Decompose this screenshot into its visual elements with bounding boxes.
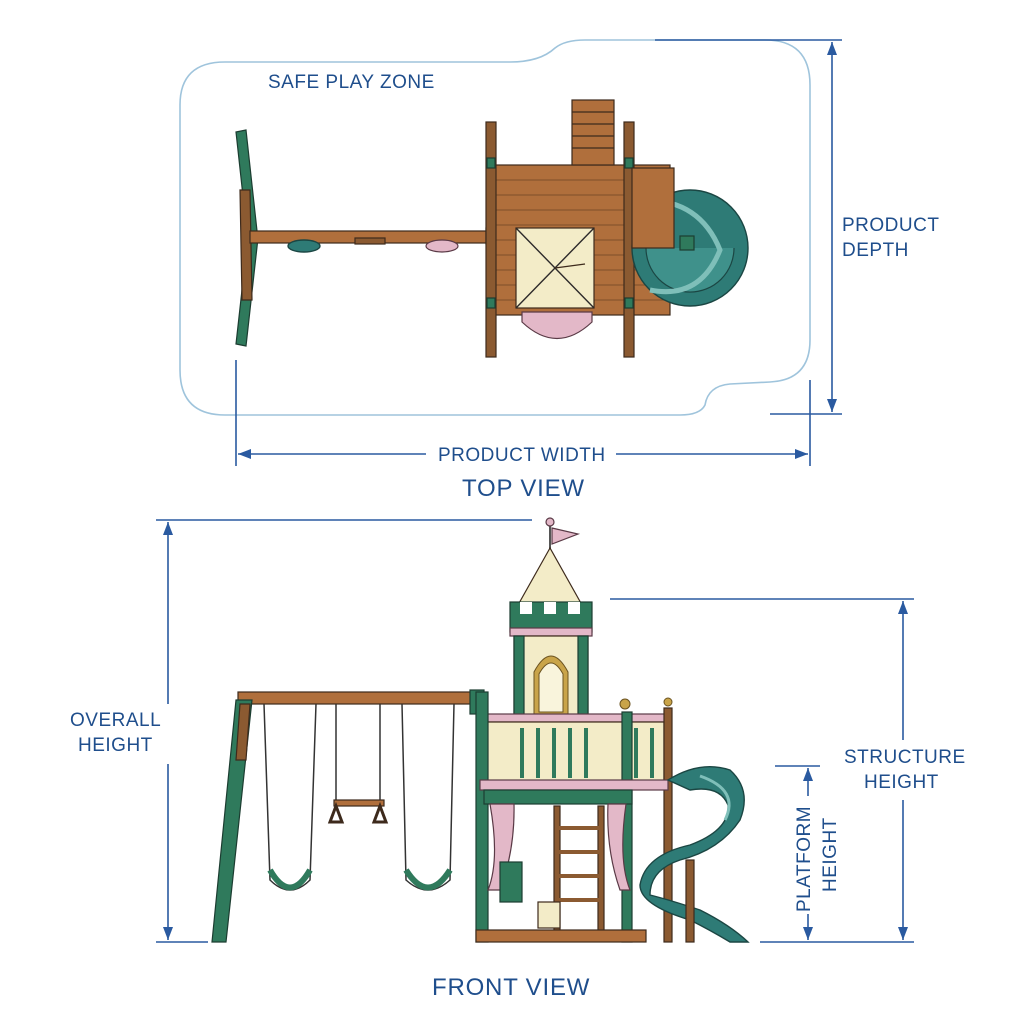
castle-tower-front	[475, 517, 673, 943]
structure-height-label-1: STRUCTURE	[844, 747, 966, 768]
front-view: OVERALL HEIGHT STRUCTURE HEIGHT PLATFORM…	[64, 517, 968, 1001]
platform-height-label-1: PLATFORM	[794, 806, 815, 912]
product-depth-dimension: PRODUCT DEPTH	[655, 39, 946, 415]
top-view-caption: TOP VIEW	[462, 475, 585, 502]
structure-height-label-2: HEIGHT	[864, 772, 939, 793]
belt-swing-2	[401, 703, 455, 891]
product-width-dimension: PRODUCT WIDTH	[235, 360, 811, 466]
front-view-caption: FRONT VIEW	[432, 974, 590, 1001]
safe-play-zone-outline	[179, 39, 811, 416]
top-view: SAFE PLAY ZONE	[179, 39, 946, 502]
spiral-slide-top	[631, 167, 749, 307]
belt-swing-1	[263, 703, 317, 891]
product-width-label: PRODUCT WIDTH	[438, 445, 606, 466]
swing-set-front	[211, 689, 485, 943]
safe-play-zone-label: SAFE PLAY ZONE	[268, 72, 435, 93]
platform-height-label-2: HEIGHT	[820, 817, 841, 892]
product-depth-label-2: DEPTH	[842, 240, 909, 261]
platform-height-dimension: PLATFORM HEIGHT	[775, 765, 846, 940]
spiral-slide-front	[639, 765, 750, 943]
trapeze-bar	[327, 704, 389, 824]
overall-height-label-1: OVERALL	[70, 710, 161, 731]
overall-height-dimension: OVERALL HEIGHT	[64, 519, 532, 943]
overall-height-label-2: HEIGHT	[78, 735, 153, 756]
swing-frame-top	[235, 129, 499, 347]
structure-height-dimension: STRUCTURE HEIGHT	[610, 598, 968, 943]
product-depth-label-1: PRODUCT	[842, 215, 939, 236]
